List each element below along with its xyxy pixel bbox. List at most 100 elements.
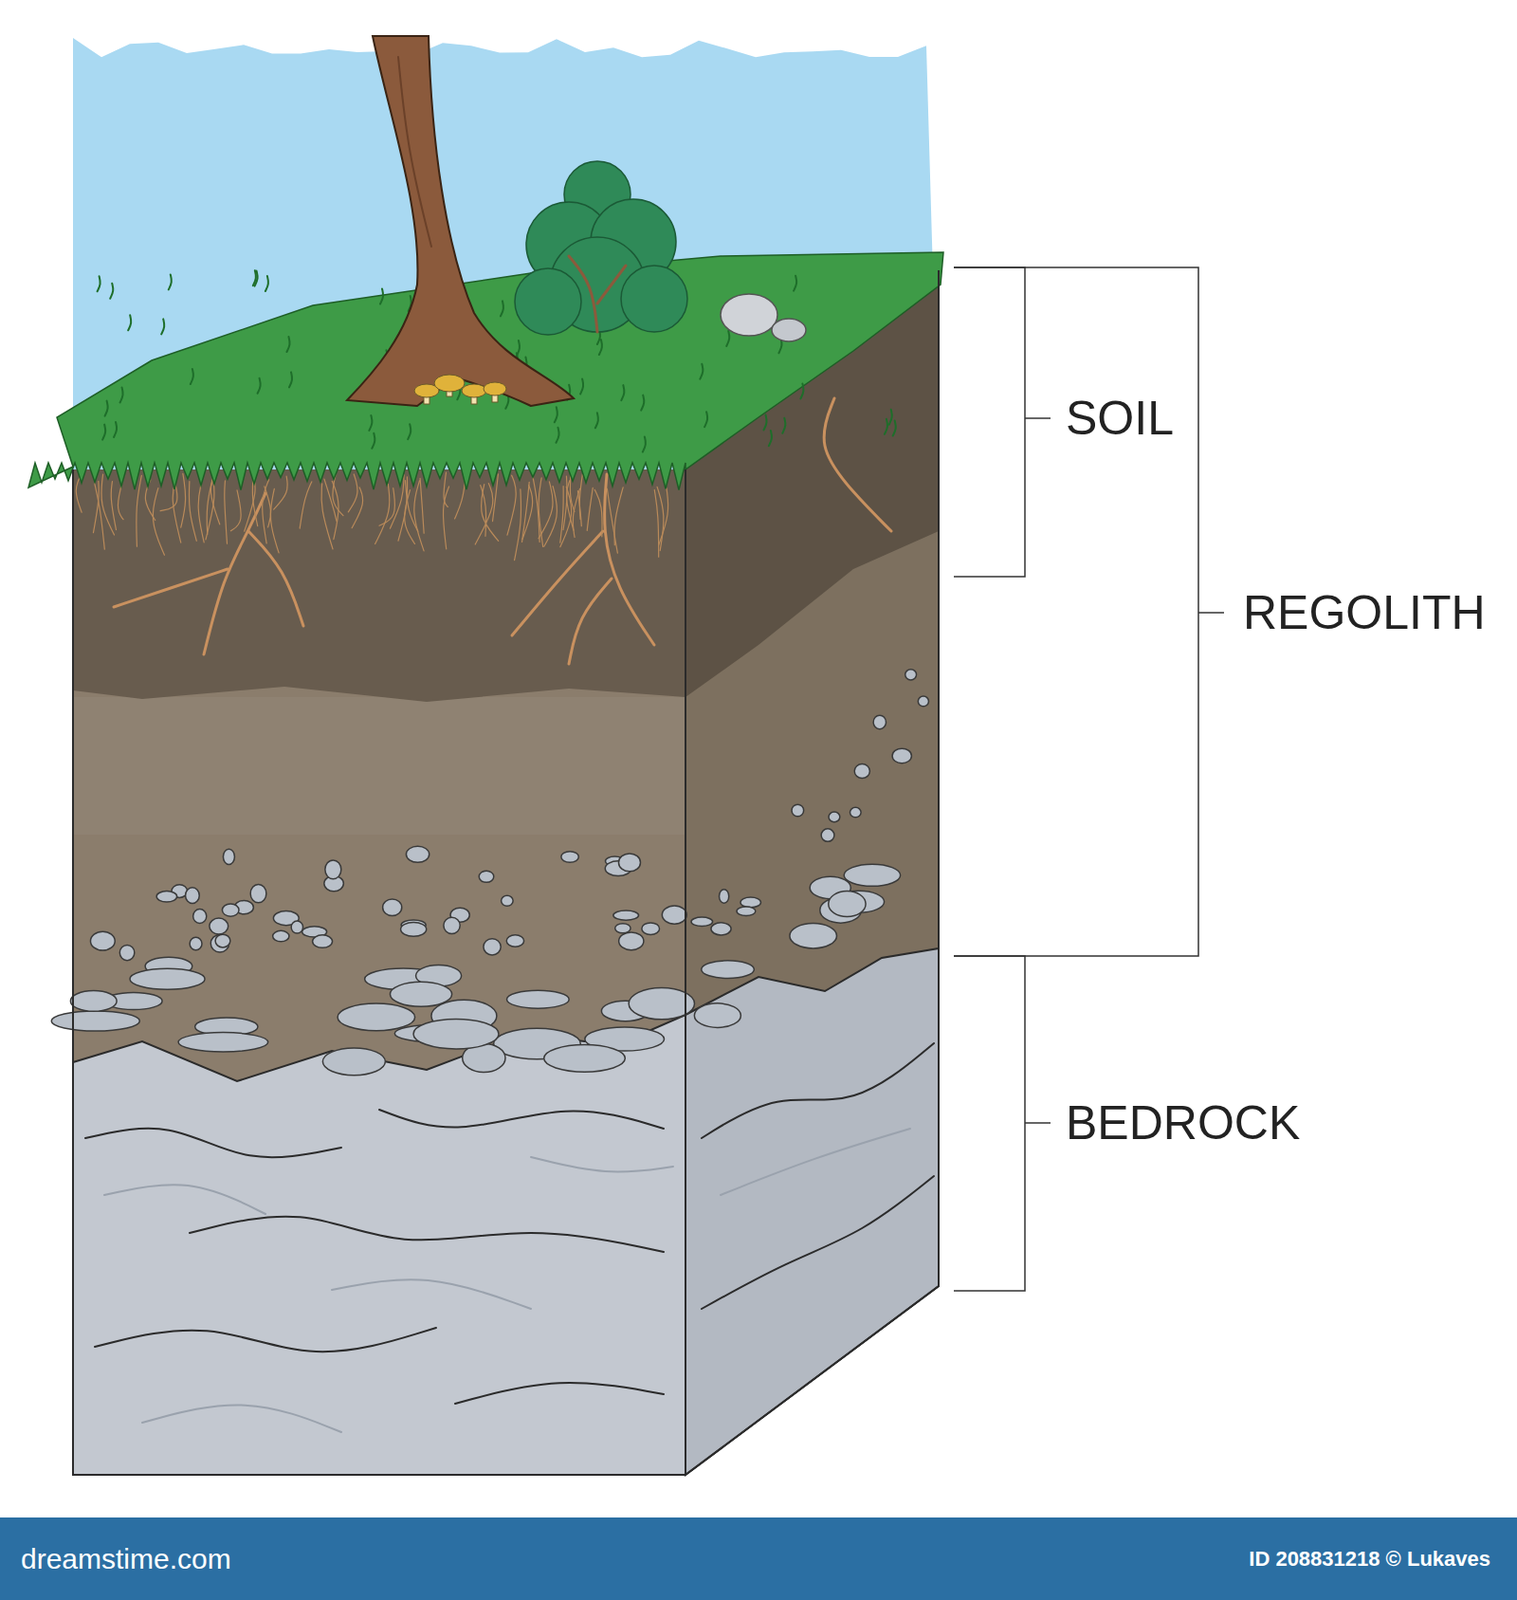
bush-leaves [514, 268, 582, 335]
rock-fragment [618, 853, 640, 872]
rock-fragment [854, 764, 870, 779]
grass-blade [599, 339, 603, 355]
mushroom-cap [483, 382, 507, 396]
grass-blade [889, 409, 893, 425]
bush-stem [568, 255, 598, 332]
bedrock-bracket [953, 955, 1025, 1291]
rock-fragment [843, 863, 900, 886]
fine-root [389, 475, 404, 530]
rock-fragment [711, 922, 732, 935]
fine-root [262, 479, 270, 544]
fine-root [420, 477, 424, 533]
grass-blade [800, 383, 804, 399]
regolith-bracket [953, 267, 1199, 956]
bedrock-crack [455, 1382, 664, 1404]
bush-leaves [621, 265, 688, 332]
rock-fragment [641, 922, 660, 934]
root [113, 568, 228, 607]
bedrock-crack [701, 1175, 934, 1309]
rock-fragment [405, 845, 429, 862]
subsoil-band [73, 696, 686, 835]
grass-blade [109, 283, 113, 299]
grass-blade [368, 415, 372, 431]
grass-blade [555, 427, 559, 443]
fine-root [188, 481, 197, 542]
grass-blade [763, 414, 767, 430]
rock-fragment [221, 903, 239, 916]
layer-brackets [0, 0, 1517, 1517]
rock-fragment [740, 896, 762, 908]
rock-fragment [129, 968, 205, 989]
rock-fragment [701, 960, 755, 979]
grass-blade [640, 395, 644, 411]
fine-root [274, 475, 288, 510]
rock-fragment [185, 887, 201, 904]
grass-blade [782, 418, 786, 434]
root [823, 398, 892, 531]
rock-fragment [443, 916, 460, 933]
grass-blade [621, 384, 624, 401]
grass-blade [168, 274, 172, 290]
rock-fragment [337, 1003, 416, 1031]
fine-root [475, 483, 494, 545]
rock-fragment [215, 933, 231, 948]
fine-root [145, 479, 155, 520]
fine-root [347, 474, 358, 512]
fine-root [270, 488, 279, 553]
grass-blade [704, 411, 708, 427]
rock-fragment [222, 848, 235, 864]
footer-text: dreamstime.com [20, 1542, 232, 1575]
rock-fragment [821, 828, 835, 841]
fine-root [614, 487, 623, 546]
bush-stem [597, 265, 626, 304]
grass-blade [371, 433, 375, 449]
rock-fragment [661, 905, 687, 924]
rock-fragment [892, 748, 912, 764]
bedrock-shade [530, 1156, 674, 1171]
regolith-tick [1198, 611, 1225, 614]
rock-fragment [506, 934, 524, 947]
rock-fragment [691, 916, 713, 926]
rock-fragment [70, 990, 117, 1012]
grass-blade [884, 419, 888, 435]
rock-fragment [209, 917, 229, 934]
grass-blade [265, 275, 269, 292]
grass-blade [105, 401, 109, 417]
fine-root [507, 475, 516, 535]
fine-root [331, 480, 339, 539]
rock-fragment [325, 859, 342, 879]
root [511, 530, 604, 636]
fine-root [324, 478, 337, 522]
fine-root [375, 483, 390, 544]
fine-root [563, 475, 567, 531]
rock-fragments [51, 669, 929, 1076]
grass-blade [97, 275, 101, 292]
fine-root [560, 486, 564, 544]
soil-tick [1024, 417, 1051, 420]
grass-blade [289, 371, 293, 387]
soil-bracket [953, 267, 1025, 577]
block-outline [73, 270, 939, 1475]
root [568, 578, 612, 664]
grass-blade [380, 289, 384, 305]
fine-root [205, 478, 215, 540]
bedrock-crack [379, 1109, 664, 1129]
rock-fragment [905, 669, 917, 680]
bedrock-shade [104, 1184, 266, 1214]
grass-blade [516, 340, 520, 356]
rock-fragment [619, 932, 644, 951]
fine-root [224, 480, 228, 544]
layer-label: REGOLITH [1242, 588, 1486, 637]
mushroom-cap [434, 374, 465, 392]
footer-band: dreamstime.comID 208831218 © Lukaves [0, 1517, 1517, 1600]
bedrock-crack [94, 1327, 437, 1352]
grass-blade [190, 368, 194, 384]
fine-root [455, 479, 466, 519]
surface-rock [720, 293, 778, 336]
grass-blade [554, 406, 558, 422]
rock-fragment [917, 695, 929, 707]
grass-blade [500, 300, 504, 316]
grass-blade [642, 437, 646, 453]
layer-label: BEDROCK [1065, 1098, 1300, 1147]
rock-fragment [291, 920, 303, 933]
